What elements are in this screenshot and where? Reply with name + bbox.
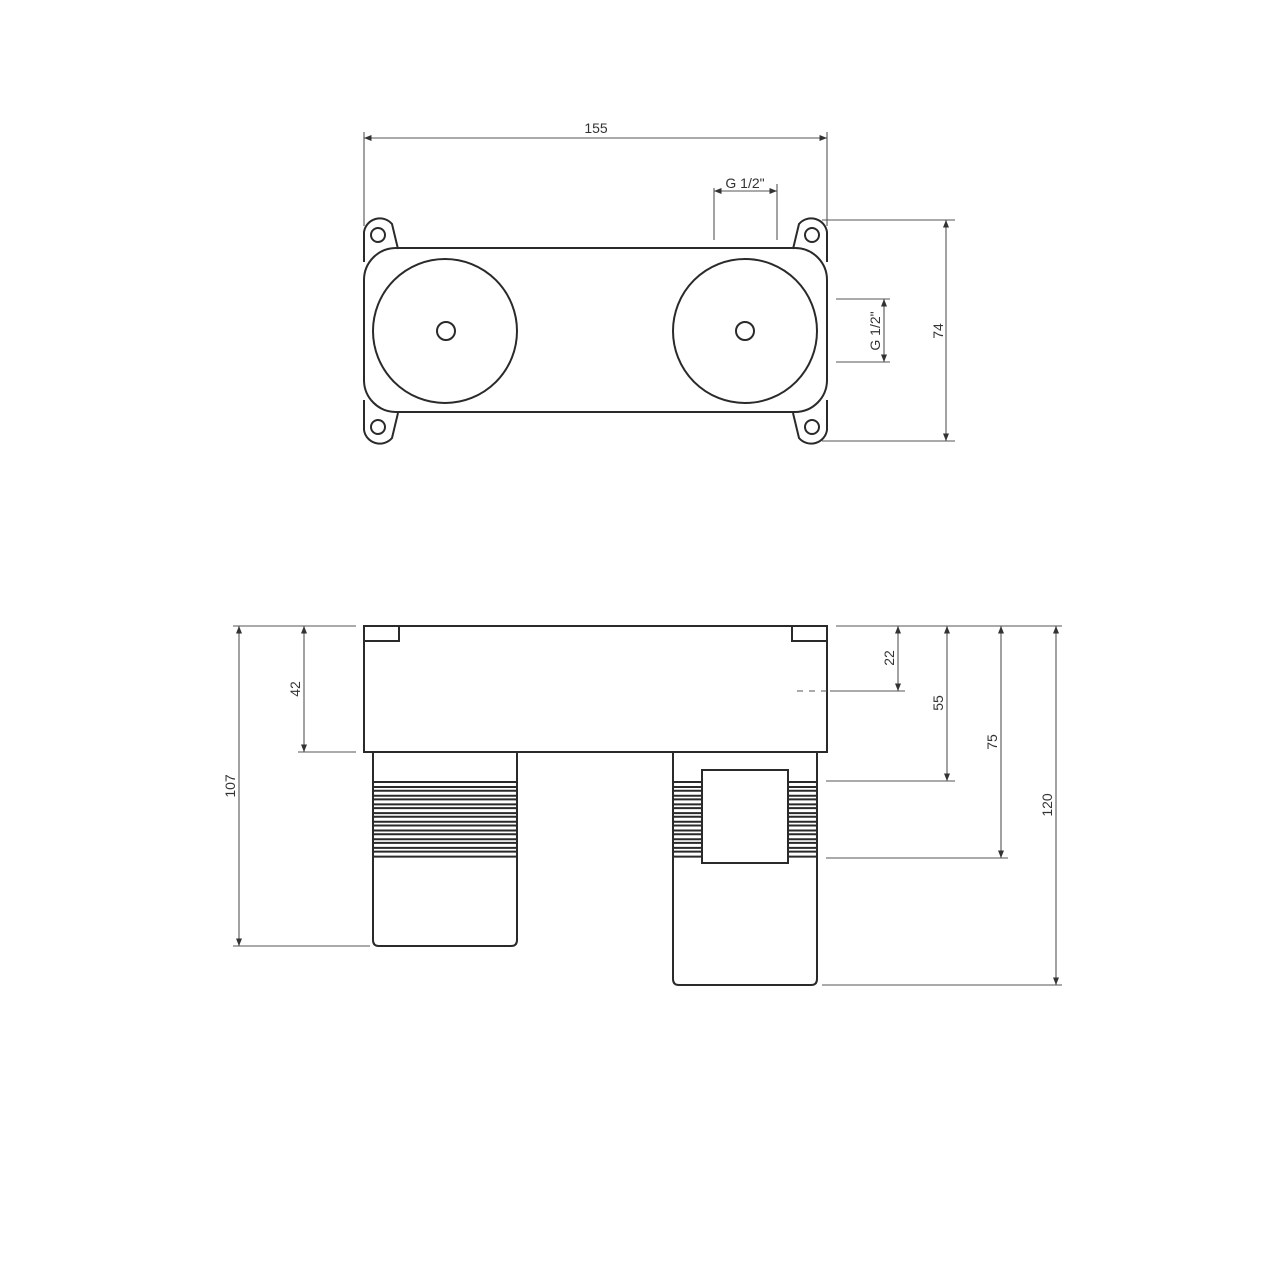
mount-hole — [370, 419, 386, 435]
side-view: 107 42 22 55 75 120 — [222, 625, 1062, 986]
right-valve-center — [735, 321, 755, 341]
thread-rib — [672, 798, 703, 806]
thread-rib — [787, 815, 818, 823]
dim-label: 22 — [881, 650, 897, 666]
thread-rib — [372, 781, 518, 788]
thread-rib — [787, 798, 818, 806]
dimension-42: 42 — [287, 626, 356, 753]
side-outlet — [701, 769, 789, 864]
thread-rib — [787, 789, 818, 797]
right-connector — [672, 752, 818, 986]
dimension-outlet-thread: G 1/2" — [713, 175, 778, 240]
thread-rib — [672, 824, 703, 832]
housing-body — [363, 625, 828, 753]
dim-label: G 1/2" — [867, 311, 883, 350]
dim-label: 74 — [930, 323, 946, 339]
thread-rib — [787, 824, 818, 832]
thread-rib — [672, 815, 703, 823]
thread-rib — [372, 833, 518, 841]
mount-hole — [370, 227, 386, 243]
thread-rib — [787, 850, 818, 858]
thread-rib — [372, 807, 518, 815]
dimension-75: 75 — [826, 626, 1008, 859]
dim-label: 55 — [930, 695, 946, 711]
dim-label: 155 — [584, 120, 608, 136]
mount-hole — [804, 227, 820, 243]
mount-hole — [804, 419, 820, 435]
threads — [372, 781, 818, 858]
thread-rib — [672, 781, 703, 788]
thread-rib — [372, 798, 518, 806]
dim-label: 75 — [984, 734, 1000, 750]
dimension-side-thread: G 1/2" — [836, 298, 890, 363]
thread-rib — [787, 841, 818, 849]
dimension-width: 155 — [363, 120, 828, 226]
dim-label: 42 — [287, 681, 303, 697]
dim-label: 107 — [222, 774, 238, 798]
thread-rib — [787, 807, 818, 815]
left-connector — [372, 752, 518, 947]
thread-rib — [372, 824, 518, 832]
dim-label: G 1/2" — [725, 175, 764, 191]
dimension-107: 107 — [222, 625, 370, 947]
thread-rib — [372, 815, 518, 823]
dimension-120: 120 — [822, 626, 1062, 986]
left-valve-center — [436, 321, 456, 341]
dimension-55: 55 — [826, 626, 955, 782]
thread-rib — [672, 807, 703, 815]
left-valve-body — [372, 258, 518, 404]
thread-rib — [372, 841, 518, 849]
thread-rib — [787, 833, 818, 841]
dimension-22: 22 — [830, 626, 905, 692]
thread-rib — [672, 789, 703, 797]
thread-rib — [372, 850, 518, 858]
mounting-plate — [363, 217, 828, 445]
dim-label: 120 — [1039, 793, 1055, 817]
thread-rib — [672, 833, 703, 841]
thread-rib — [672, 841, 703, 849]
right-valve-body — [672, 258, 818, 404]
top-view: 155 G 1/2" 74 G 1/2" — [363, 120, 955, 445]
thread-rib — [372, 789, 518, 797]
thread-rib — [672, 850, 703, 858]
dimension-height: 74 — [822, 219, 955, 442]
thread-rib — [787, 781, 818, 788]
